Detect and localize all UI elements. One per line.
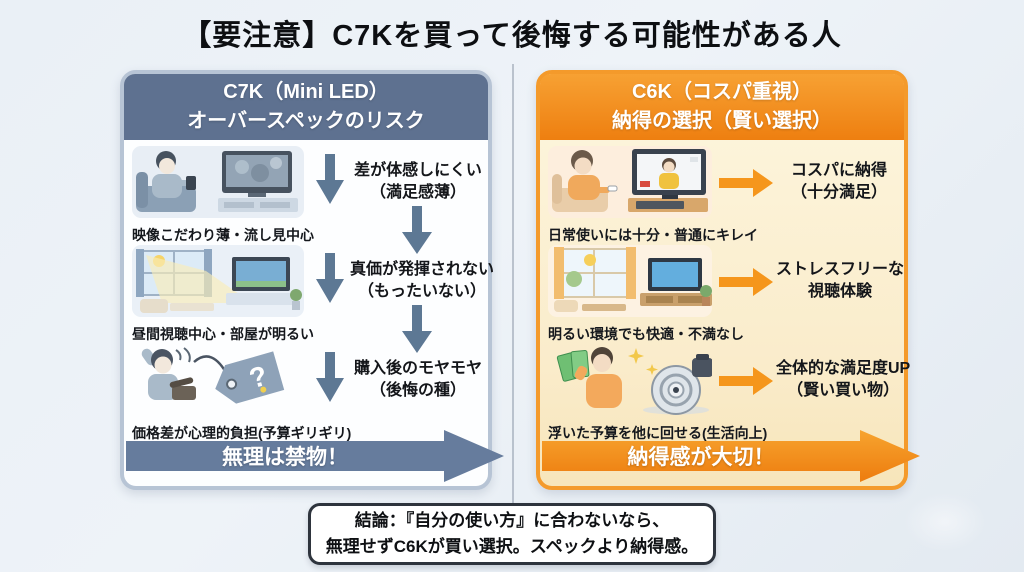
conclusion-line: 無理せずC6Kが買い選択。スペックより納得感。 [325,537,699,556]
panel-divider [512,64,514,504]
risk-row: ? 価格差が心理的負担(予算ギリギリ) 購入後のモヤモヤ （後悔の種） [132,344,486,443]
row-caption: 浮いた予算を他に回せる(生活向上) [548,425,768,441]
value-row: 日常使いには十分・普通にキレイ コスパに納得 （十分満足） [548,146,902,245]
down-arrow-icon [316,253,344,303]
down-arrow-icon [316,352,344,402]
conclusion-box: 結論：『自分の使い方』に合わないなら、 無理せずC6Kが買い選択。スペックより納… [308,503,716,565]
right-arrow-icon [719,169,773,197]
c6k-panel-header: C6K（コスパ重視） 納得の選択（賢い選択） [540,74,904,140]
row-result: 差が体感しにくい （満足感薄） [354,162,482,202]
row-result: 真価が発揮されない （もったいない） [350,261,495,301]
row-result: 全体的な満足度UP （賢い買い物） [776,360,911,400]
row-caption: 日常使いには十分・普通にキレイ [548,227,758,243]
c6k-header-line2: 納得の選択（賢い選択） [612,110,832,132]
value-row: 浮いた予算を他に回せる(生活向上) 全体的な満足度UP （賢い買い物） [548,344,910,443]
banner-arrow-icon [126,430,504,482]
risk-row: 映像こだわり薄・流し見中心 差が体感しにくい （満足感薄） [132,146,486,245]
c7k-risk-panel: C7K（Mini LED） オーバースペックのリスク [120,70,504,490]
row-result: 購入後のモヤモヤ （後悔の種） [353,360,482,400]
page-title: 【要注意】C7Kを買って後悔する可能性がある人 [182,20,842,52]
faint-watermark [900,490,990,554]
c6k-rows: 日常使いには十分・普通にキレイ コスパに納得 （十分満足） [540,140,910,443]
row-result: ストレスフリーな 視聴体験 [776,261,905,301]
row-caption: 昼間視聴中心・部屋が明るい [132,326,314,342]
banner-label: 納得感が大切！ [627,446,775,469]
banner-label: 無理は禁物！ [222,446,348,469]
down-arrow-icon [316,154,344,204]
c6k-banner: 納得感が大切！ [542,430,934,482]
everyday-tv-viewing-illustration [548,146,712,218]
conclusion-line: 結論：『自分の使い方』に合わないなら、 [354,510,670,530]
c7k-panel-header: C7K（Mini LED） オーバースペックのリスク [124,74,488,140]
worried-budget-price-tag-illustration: ? [141,347,285,404]
banner-arrow-icon [542,430,920,482]
row-result: コスパに納得 （十分満足） [790,162,887,202]
c7k-rows: 映像こだわり薄・流し見中心 差が体感しにくい （満足感薄） [124,140,494,443]
risk-row: 昼間視聴中心・部屋が明るい 真価が発揮されない （もったいない） [132,245,494,344]
c6k-value-panel: C6K（コスパ重視） 納得の選択（賢い選択） [536,70,920,490]
c7k-header-line2: オーバースペックのリスク [187,110,425,132]
bright-daytime-room-illustration [132,245,304,317]
flow-down-arrow-icon [402,206,432,254]
value-row: 明るい環境でも快適・不満なし ストレスフリーな 視聴体験 [548,245,905,344]
row-caption: 価格差が心理的負担(予算ギリギリ) [132,425,352,441]
casual-viewer-phone-tv-illustration [132,146,304,218]
flow-down-arrow-icon [402,305,432,353]
row-caption: 映像こだわり薄・流し見中心 [132,227,314,243]
row-caption: 明るい環境でも快適・不満なし [548,326,744,342]
right-arrow-icon [719,268,773,296]
savings-robot-vacuum-illustration [556,347,713,415]
bright-room-comfort-illustration [548,245,712,317]
c6k-header-line1: C6K（コスパ重視） [631,81,812,103]
c7k-banner: 無理は禁物！ [126,430,518,482]
c7k-header-line1: C7K（Mini LED） [223,81,389,103]
right-arrow-icon [719,367,773,395]
